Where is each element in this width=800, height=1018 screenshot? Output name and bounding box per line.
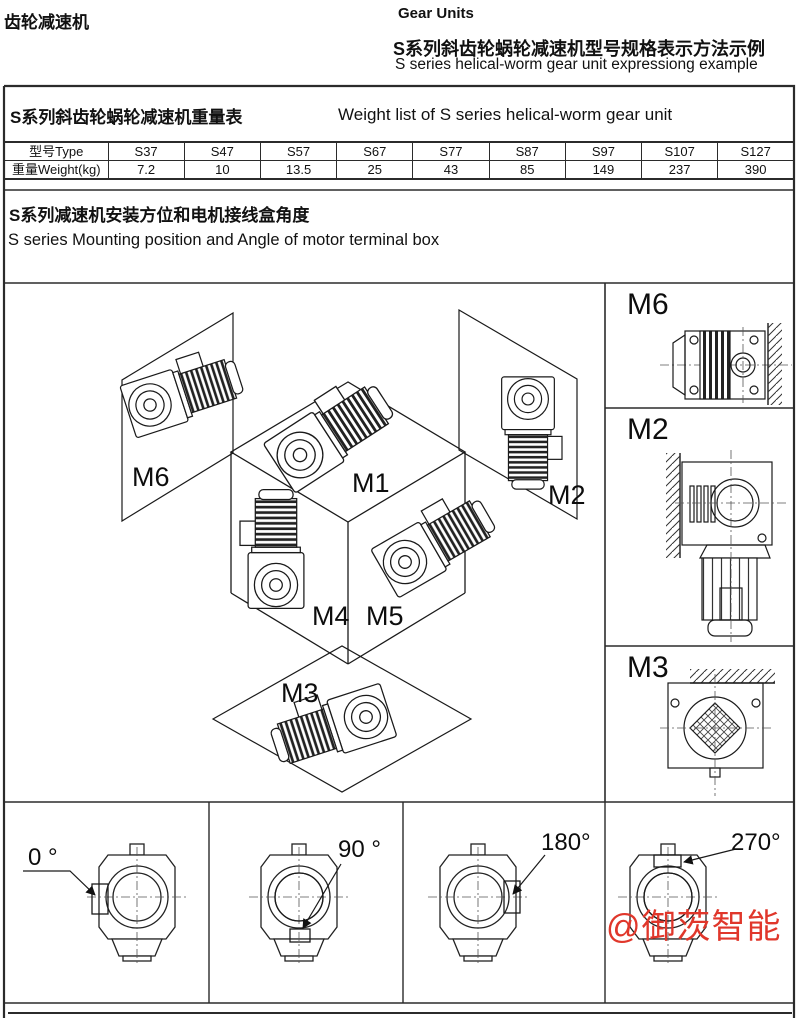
weight-cell: 85 [488, 160, 566, 180]
panel-m3-drawing [660, 669, 775, 796]
angle-panel-0-drawing [23, 843, 188, 966]
model-cell: S67 [336, 141, 414, 161]
model-cell: S97 [564, 141, 643, 161]
type-label-cell: 型号Type [3, 141, 109, 161]
subtitle-en: S series helical-worm gear unit expressi… [395, 56, 758, 73]
gear-unit-m2-drawing [501, 376, 563, 490]
weight-table-title-en: Weight list of S series helical-worm gea… [338, 105, 673, 124]
panel-label-m2: M2 [627, 413, 669, 446]
weight-cell: 25 [336, 160, 414, 180]
gear-unit-m4-drawing [239, 488, 305, 610]
angle-label-0: 0 ° [28, 844, 58, 871]
panel-m2-drawing [666, 450, 788, 642]
label-m6: M6 [132, 462, 170, 492]
label-m3: M3 [281, 678, 319, 708]
weight-table: 型号Type S37 S47 S57 S67 S77 S87 S97 S107 … [3, 141, 795, 180]
leader-180 [512, 854, 546, 895]
model-cell: S107 [641, 141, 719, 161]
page-borders [2, 84, 796, 1018]
label-m5: M5 [366, 601, 404, 631]
angle-panel-270-drawing [617, 843, 737, 966]
terminal-box-180 [503, 880, 521, 914]
model-cell: S47 [183, 141, 261, 161]
model-cell: S37 [107, 141, 185, 161]
weight-cell: 149 [564, 160, 643, 180]
page-title-en: Gear Units [398, 5, 474, 22]
leader-270 [683, 848, 737, 865]
label-m2: M2 [548, 480, 586, 510]
label-m4: M4 [312, 601, 350, 631]
watermark: @御茨智能 [606, 908, 782, 946]
weight-cell: 7.2 [107, 160, 185, 180]
terminal-box-270 [653, 854, 682, 868]
weight-table-title-zh: S系列斜齿轮蜗轮减速机重量表 [10, 108, 243, 127]
leader-90 [302, 863, 342, 929]
model-cell: S87 [488, 141, 566, 161]
weight-cell: 390 [717, 160, 795, 180]
leader-0 [23, 870, 96, 896]
angle-panel-180-drawing [427, 843, 546, 966]
model-cell: S127 [717, 141, 795, 161]
isometric-scene [116, 308, 578, 793]
page-title-zh: 齿轮减速机 [4, 13, 89, 32]
panel-label-m6: M6 [627, 288, 669, 321]
angle-panel-90-drawing [248, 843, 350, 966]
angle-label-270: 270° [731, 829, 781, 856]
subtitle-zh: S系列斜齿轮蜗轮减速机型号规格表示方法示例 [393, 39, 766, 59]
wall-hatch [666, 453, 680, 558]
mounting-section-title-en: S series Mounting position and Angle of … [8, 231, 440, 249]
model-cell: S57 [259, 141, 338, 161]
mounting-planes [121, 308, 578, 793]
angle-label-90: 90 ° [338, 836, 381, 863]
ceiling-hatch [690, 669, 775, 683]
angle-label-180: 180° [541, 829, 591, 856]
terminal-box-0 [91, 883, 109, 915]
terminal-box-90 [289, 928, 311, 943]
weight-table-weight-row: 重量Weight(kg) 7.2 10 13.5 25 43 85 149 23… [3, 160, 795, 180]
mounting-section-title-zh: S系列减速机安装方位和电机接线盒角度 [9, 206, 310, 225]
weight-cell: 237 [641, 160, 719, 180]
panel-m6-drawing [660, 323, 792, 405]
wall-hatch [768, 323, 782, 405]
gear-unit-m6-drawing [116, 342, 248, 439]
label-m1: M1 [352, 468, 390, 498]
weight-cell: 43 [412, 160, 490, 180]
weight-label-cell: 重量Weight(kg) [3, 160, 109, 180]
panel-label-m3: M3 [627, 651, 669, 684]
gear-unit-m5-drawing [366, 482, 503, 599]
weight-table-model-row: 型号Type S37 S47 S57 S67 S77 S87 S97 S107 … [3, 141, 795, 161]
weight-cell: 13.5 [259, 160, 338, 180]
model-cell: S77 [412, 141, 490, 161]
weight-cell: 10 [183, 160, 261, 180]
